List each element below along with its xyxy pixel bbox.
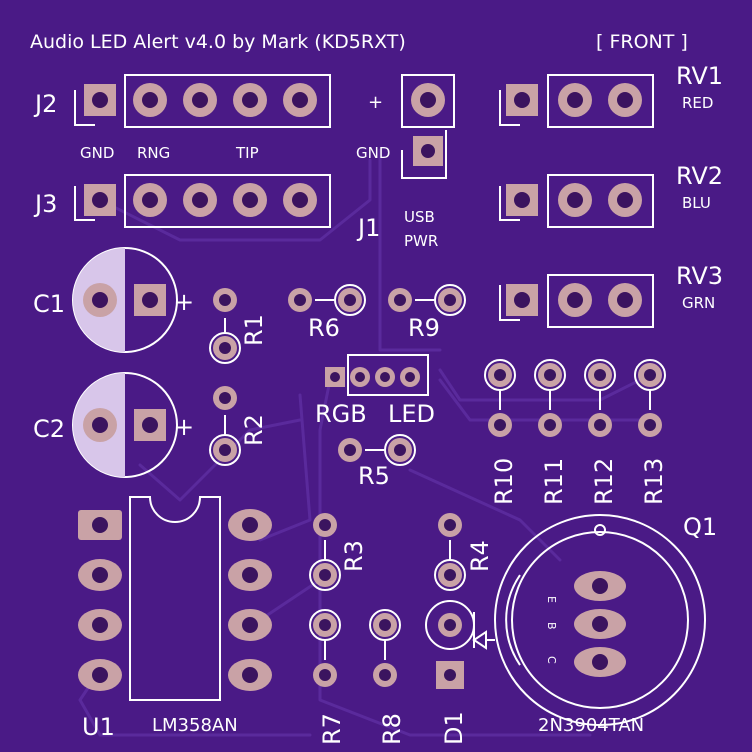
r1-ref: R1: [240, 314, 268, 346]
q1-value: 2N3904TAN: [538, 715, 644, 736]
rv1-label: RED: [682, 94, 713, 112]
resistor-r4: R4: [434, 513, 494, 591]
capacitor-c2: + C2: [33, 372, 194, 478]
connector-j1: + GND J1 USB PWR: [356, 74, 455, 250]
resistor-r10: R10: [484, 359, 518, 505]
capacitor-c1: + C1: [33, 247, 194, 353]
resistor-r9: R9: [388, 284, 466, 342]
r9-ref: R9: [408, 314, 440, 342]
j1-pwr: PWR: [404, 232, 438, 250]
rgb-led-connector: RGB LED: [315, 354, 435, 428]
r6-ref: R6: [308, 314, 340, 342]
j2-pin-rng: RNG: [137, 144, 170, 162]
j1-gnd: GND: [356, 144, 390, 162]
r7-ref: R7: [318, 713, 346, 745]
q1-pin-b: B: [545, 622, 558, 630]
r8-ref: R8: [378, 713, 406, 745]
j2-ref: J2: [33, 90, 57, 118]
copper-traces: [78, 148, 652, 737]
rv2-label: BLU: [682, 194, 711, 212]
header-j3: J3: [33, 174, 331, 228]
header-j2: J2 GND RNG TIP: [33, 74, 331, 162]
r13-ref: R13: [640, 458, 668, 505]
resistor-r6: R6: [288, 284, 366, 342]
board-title: Audio LED Alert v4.0 by Mark (KD5RXT): [30, 31, 406, 53]
r5-ref: R5: [358, 462, 390, 490]
r10-ref: R10: [490, 458, 518, 505]
u1-value: LM358AN: [152, 715, 238, 736]
c2-plus: +: [174, 413, 194, 441]
c2-ref: C2: [33, 415, 65, 443]
resistor-r3: R3: [309, 513, 368, 591]
c1-plus: +: [174, 288, 194, 316]
u1-ref: U1: [82, 713, 115, 741]
r11-ref: R11: [540, 458, 568, 505]
board-side-label: [ FRONT ]: [596, 31, 688, 53]
ic-u1: U1 LM358AN: [78, 496, 272, 741]
r12-ref: R12: [590, 458, 618, 505]
rv2-ref: RV2: [676, 162, 723, 190]
rv3-ref: RV3: [676, 262, 723, 290]
q1-pin-e: E: [545, 596, 558, 603]
resistor-r2: R2: [209, 386, 268, 466]
j2-pin-gnd: GND: [80, 144, 114, 162]
d1-ref: D1: [440, 711, 468, 745]
led-d1: D1: [425, 600, 495, 745]
resistor-r1: R1: [209, 288, 268, 364]
rgb-label: RGB: [315, 400, 367, 428]
j3-ref: J3: [33, 190, 57, 218]
resistor-r5: R5: [338, 434, 416, 490]
trimmer-rv3: RV3 GRN: [499, 262, 723, 328]
r2-ref: R2: [240, 414, 268, 446]
rv3-label: GRN: [682, 294, 715, 312]
transistor-q1: E B C Q1 2N3904TAN: [494, 513, 717, 736]
j1-ref: J1: [356, 214, 380, 242]
resistor-r13: R13: [634, 359, 668, 505]
resistor-r7: R7: [309, 609, 346, 745]
q1-pin-c: C: [545, 656, 558, 664]
resistor-r12: R12: [584, 359, 618, 505]
resistor-r11: R11: [534, 359, 568, 505]
rv1-ref: RV1: [676, 62, 723, 90]
trimmer-rv1: RV1 RED: [499, 62, 723, 128]
led-label: LED: [388, 400, 435, 428]
q1-ref: Q1: [683, 513, 717, 541]
resistor-r8: R8: [369, 609, 406, 745]
c1-ref: C1: [33, 290, 65, 318]
trimmer-rv2: RV2 BLU: [499, 162, 723, 228]
j2-pin-tip: TIP: [235, 144, 259, 162]
r4-ref: R4: [466, 540, 494, 572]
r3-ref: R3: [340, 540, 368, 572]
j1-plus: +: [368, 92, 383, 113]
j1-usb: USB: [404, 208, 435, 226]
